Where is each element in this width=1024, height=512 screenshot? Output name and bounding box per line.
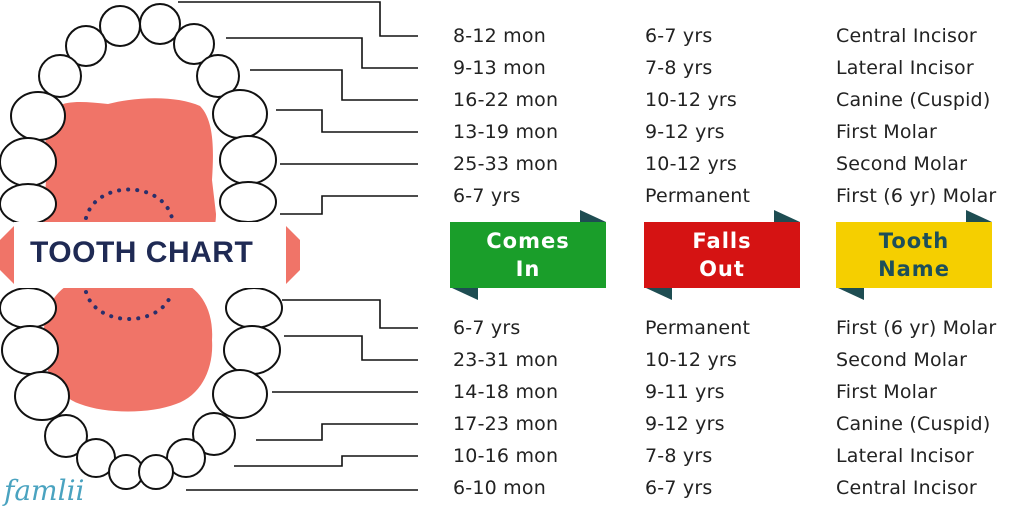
falls-out-value: Permanent <box>645 317 751 339</box>
falls-out-value: 9-11 yrs <box>645 381 725 403</box>
comes-in-value: 10-16 mon <box>453 445 559 467</box>
lower-row-canine: 17-23 mon 9-12 yrs Canine (Cuspid) <box>0 411 1024 439</box>
page-title: TOOTH CHART <box>30 236 254 269</box>
upper-row-first-molar: 13-19 mon 9-12 yrs First Molar <box>0 119 1024 147</box>
falls-out-value: 7-8 yrs <box>645 445 713 467</box>
tooth-name-value: Canine (Cuspid) <box>836 89 991 111</box>
tooth-name-value: Second Molar <box>836 349 968 371</box>
upper-row-six-year-molar: 6-7 yrs Permanent First (6 yr) Molar <box>0 183 1024 211</box>
upper-row-lateral-incisor: 9-13 mon 7-8 yrs Lateral Incisor <box>0 55 1024 83</box>
comes-in-value: 13-19 mon <box>453 121 559 143</box>
comes-in-value: 6-10 mon <box>453 477 546 499</box>
comes-in-value: 6-7 yrs <box>453 317 521 339</box>
tooth-lower-molar1-right <box>212 369 268 419</box>
comes-in-value: 17-23 mon <box>453 413 559 435</box>
comes-in-value: 25-33 mon <box>453 153 559 175</box>
tooth-name-value: Lateral Incisor <box>836 445 974 467</box>
comes-in-value: 8-12 mon <box>453 25 546 47</box>
falls-out-value: 9-12 yrs <box>645 121 725 143</box>
upper-row-second-molar: 25-33 mon 10-12 yrs Second Molar <box>0 151 1024 179</box>
tooth-name-value: First Molar <box>836 381 937 403</box>
tooth-upper-canine-left <box>38 54 82 98</box>
upper-teeth <box>0 3 277 225</box>
tooth-name-value: First Molar <box>836 121 937 143</box>
tooth-lower-canine-left <box>44 414 88 458</box>
falls-out-value: Permanent <box>645 185 751 207</box>
tooth-name-value: First (6 yr) Molar <box>836 185 997 207</box>
title-banner-right-tip <box>282 222 300 288</box>
tooth-upper-lateral-right <box>173 23 215 65</box>
falls-out-value: 10-12 yrs <box>645 89 738 111</box>
header-falls-out-line1: Falls <box>692 229 752 253</box>
tooth-name-value: Canine (Cuspid) <box>836 413 991 435</box>
brand-logo: famlii <box>4 474 85 507</box>
title-banner-left-tip <box>0 222 18 288</box>
header-comes-in-line1: Comes <box>486 229 570 253</box>
header-falls-out-line2: Out <box>699 257 745 281</box>
upper-row-canine: 16-22 mon 10-12 yrs Canine (Cuspid) <box>0 87 1024 115</box>
tooth-lower-central-right <box>138 454 174 490</box>
upper-leader-lines <box>178 1 418 215</box>
falls-out-value: 6-7 yrs <box>645 25 713 47</box>
comes-in-value: 23-31 mon <box>453 349 559 371</box>
header-tooth-name-line1: Tooth <box>878 229 950 253</box>
tooth-name-value: First (6 yr) Molar <box>836 317 997 339</box>
falls-out-value: 7-8 yrs <box>645 57 713 79</box>
tooth-upper-central-right <box>139 3 181 45</box>
comes-in-value: 9-13 mon <box>453 57 546 79</box>
tooth-lower-molar1-left <box>14 371 70 421</box>
falls-out-value: 10-12 yrs <box>645 349 738 371</box>
comes-in-value: 16-22 mon <box>453 89 559 111</box>
lower-row-central-incisor: 6-10 mon 6-7 yrs Central Incisor <box>0 475 1024 503</box>
comes-in-value: 6-7 yrs <box>453 185 521 207</box>
lower-row-second-molar: 23-31 mon 10-12 yrs Second Molar <box>0 347 1024 375</box>
lower-row-six-year-molar: 6-7 yrs Permanent First (6 yr) Molar <box>0 315 1024 343</box>
tooth-name-value: Lateral Incisor <box>836 57 974 79</box>
tooth-upper-canine-right <box>196 54 240 98</box>
tooth-name-value: Central Incisor <box>836 477 977 499</box>
comes-in-value: 14-18 mon <box>453 381 559 403</box>
tooth-upper-lateral-left <box>65 25 107 67</box>
ribbon-folds <box>452 210 992 300</box>
lower-teeth <box>0 287 283 490</box>
upper-dot-arc <box>84 187 174 220</box>
tooth-name-value: Central Incisor <box>836 25 977 47</box>
falls-out-value: 9-12 yrs <box>645 413 725 435</box>
header-tooth-name-line2: Name <box>878 257 950 281</box>
header-comes-in-line2: In <box>515 257 541 281</box>
lower-row-first-molar: 14-18 mon 9-11 yrs First Molar <box>0 379 1024 407</box>
lower-dot-arc <box>84 290 174 321</box>
falls-out-value: 10-12 yrs <box>645 153 738 175</box>
upper-row-central-incisor: 8-12 mon 6-7 yrs Central Incisor <box>0 23 1024 51</box>
lower-palate <box>43 280 213 412</box>
tooth-lower-canine-right <box>192 412 236 456</box>
title-banner <box>14 222 286 288</box>
tooth-name-value: Second Molar <box>836 153 968 175</box>
falls-out-value: 6-7 yrs <box>645 477 713 499</box>
lower-row-lateral-incisor: 10-16 mon 7-8 yrs Lateral Incisor <box>0 443 1024 471</box>
lower-leader-lines <box>186 299 418 491</box>
